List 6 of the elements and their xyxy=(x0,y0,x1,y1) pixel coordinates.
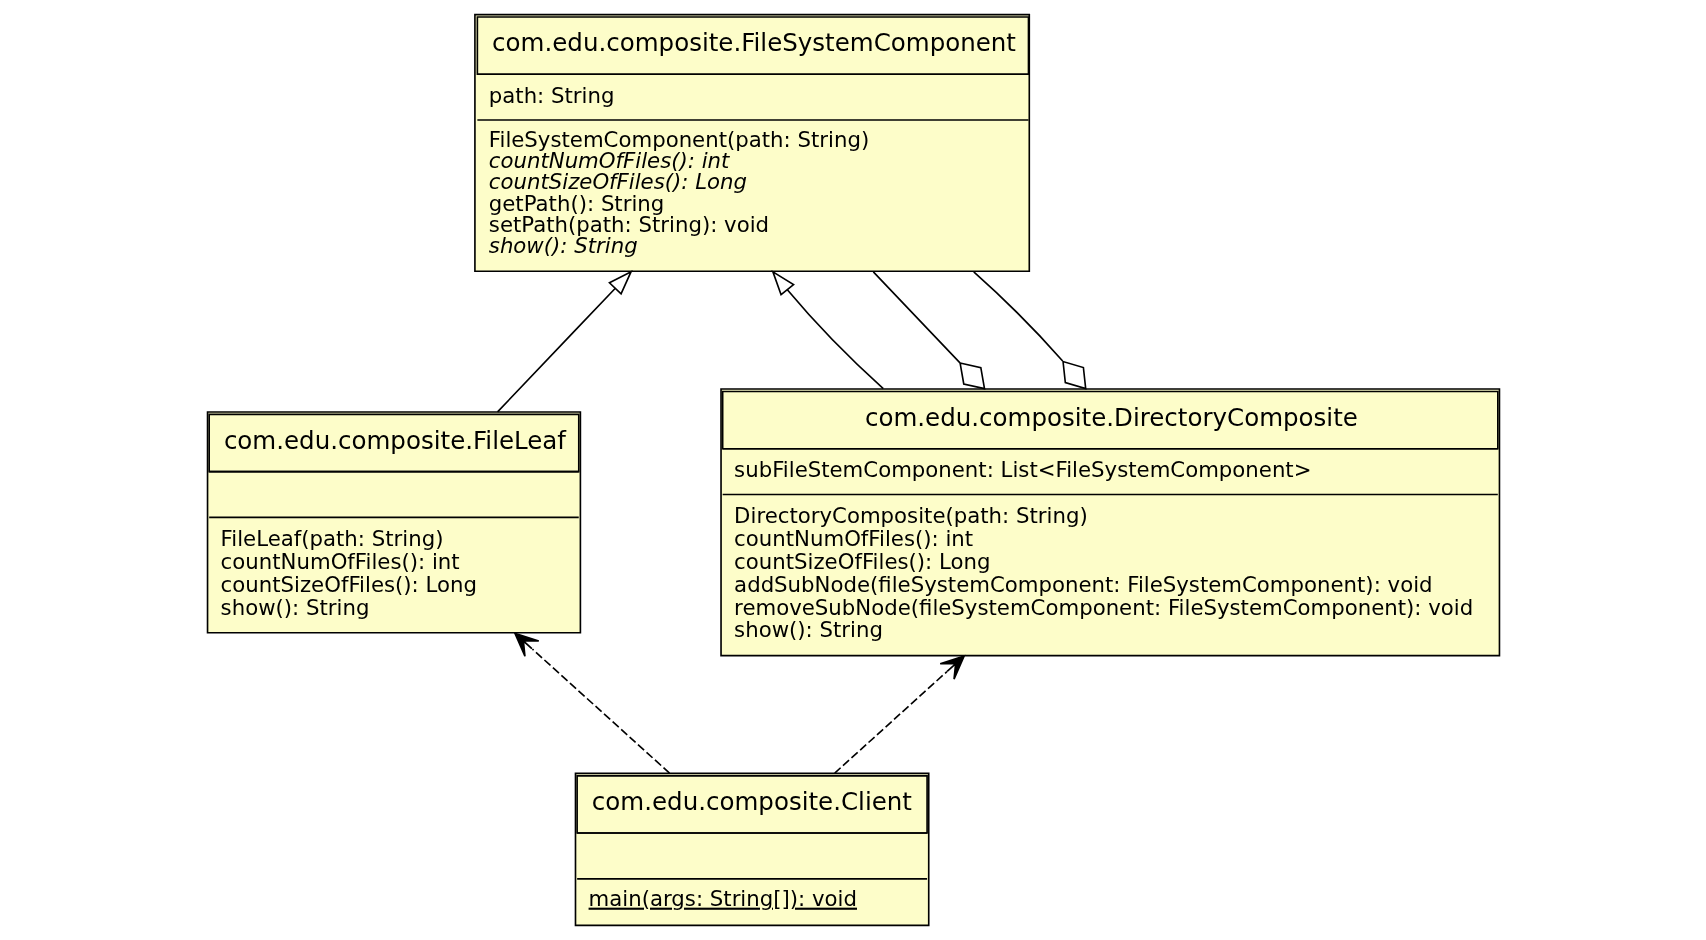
connector xyxy=(972,271,1087,390)
arrow xyxy=(833,655,965,774)
arrow xyxy=(513,632,670,774)
arrow xyxy=(770,269,884,390)
arrow xyxy=(496,269,633,413)
connector xyxy=(872,271,985,390)
